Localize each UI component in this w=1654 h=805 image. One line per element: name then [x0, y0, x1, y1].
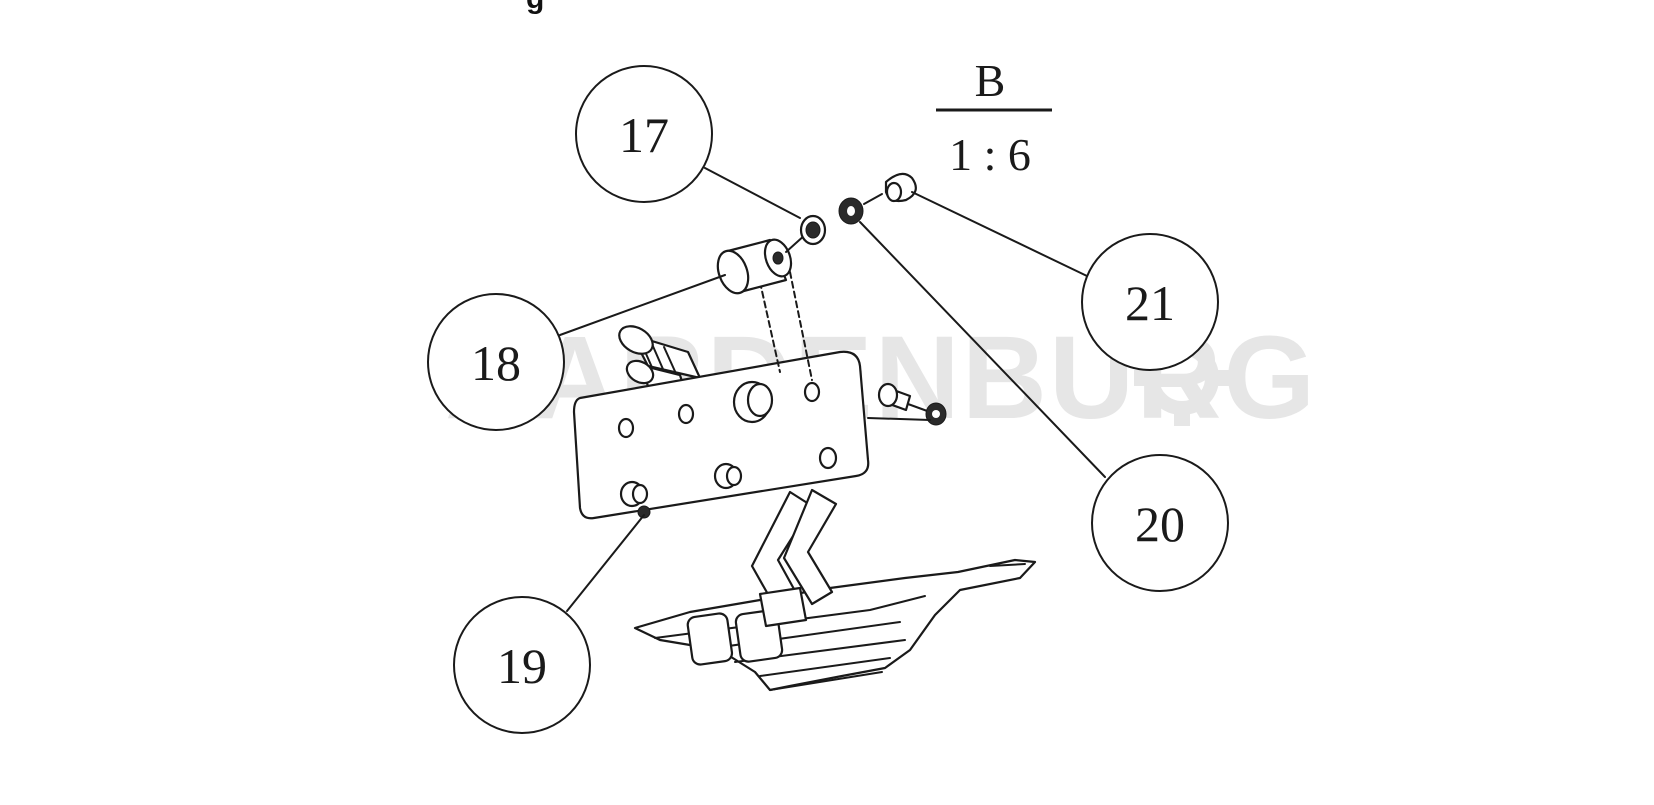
support-arm — [750, 488, 838, 628]
callout-number: 19 — [497, 638, 547, 694]
detail-view-scale: 1 : 6 — [949, 129, 1031, 180]
callout-18: 18 — [427, 293, 565, 431]
callout-number: 21 — [1125, 275, 1175, 331]
leader-lines — [559, 167, 1106, 612]
header-partial-text: g — [526, 0, 544, 15]
callout-number: 17 — [619, 107, 669, 163]
callout-20: 20 — [1091, 454, 1229, 592]
callout-19: 19 — [453, 596, 591, 734]
callout-number: 18 — [471, 335, 521, 391]
callout-number: 20 — [1135, 496, 1185, 552]
callout-21: 21 — [1081, 233, 1219, 371]
mounting-base — [633, 558, 1037, 692]
detail-scale-label: B 1 : 6 — [936, 55, 1052, 180]
mounting-plate — [572, 350, 870, 520]
detail-view-letter: B — [975, 55, 1006, 106]
side-bolt — [867, 382, 947, 426]
callout-17: 17 — [575, 65, 713, 203]
fastener-stack — [785, 172, 917, 253]
spacer-bushing — [716, 238, 813, 381]
